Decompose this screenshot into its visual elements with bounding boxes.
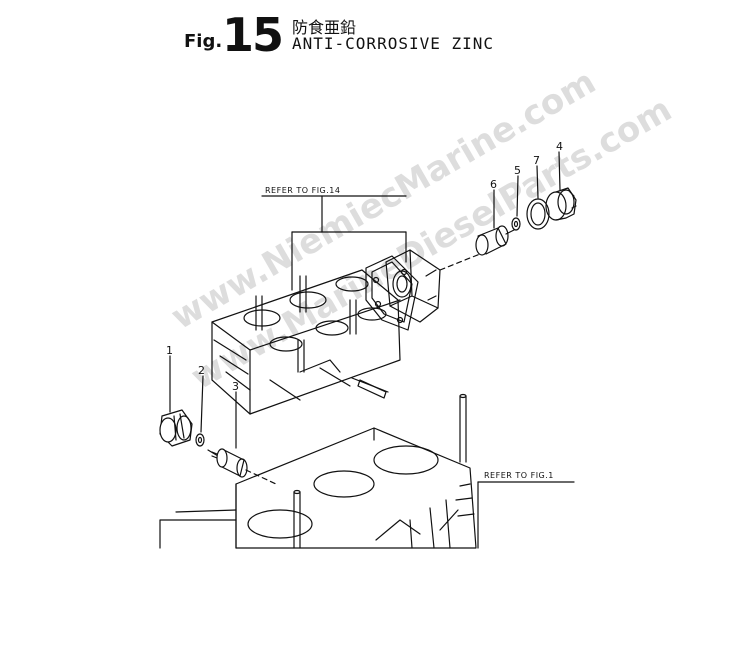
callout-5: 5 (514, 164, 521, 177)
part-6-zinc-rod (475, 225, 515, 256)
callout-4: 4 (556, 140, 563, 153)
callout-1: 1 (166, 344, 173, 357)
fig-label: Fig. (184, 31, 223, 52)
exhaust-cover (385, 249, 441, 323)
reference-bracket-right (477, 481, 575, 549)
callout-6: 6 (490, 178, 497, 191)
callout-2: 2 (198, 364, 205, 377)
part-5-washer (511, 217, 521, 231)
cylinder-head (211, 269, 401, 415)
part-2-washer (195, 433, 205, 447)
cylinder-block (159, 393, 477, 549)
callout-7: 7 (533, 154, 540, 167)
watermark-line-2: www.MarineDieselParts.com (185, 89, 679, 397)
part-7-gasket (526, 198, 550, 230)
part-1-plug (159, 409, 193, 447)
reference-label-right: REFER TO FIG.1 (484, 471, 554, 480)
figure-header: Fig. 15 防食亜鉛 ANTI-CORROSIVE ZINC (0, 0, 750, 70)
callout-3: 3 (232, 380, 239, 393)
title-japanese: 防食亜鉛 (292, 18, 357, 37)
reference-label-top: REFER TO FIG.14 (265, 186, 340, 195)
watermark: www.NiemiecMarine.com www.MarineDieselPa… (165, 62, 679, 398)
title-english: ANTI-CORROSIVE ZINC (292, 34, 495, 53)
callout-leaders (169, 151, 561, 449)
fig-number: 15 (222, 8, 284, 62)
reference-bracket-top (261, 195, 407, 291)
part-3-zinc-rod (207, 448, 248, 478)
part-4-plug (545, 187, 577, 221)
